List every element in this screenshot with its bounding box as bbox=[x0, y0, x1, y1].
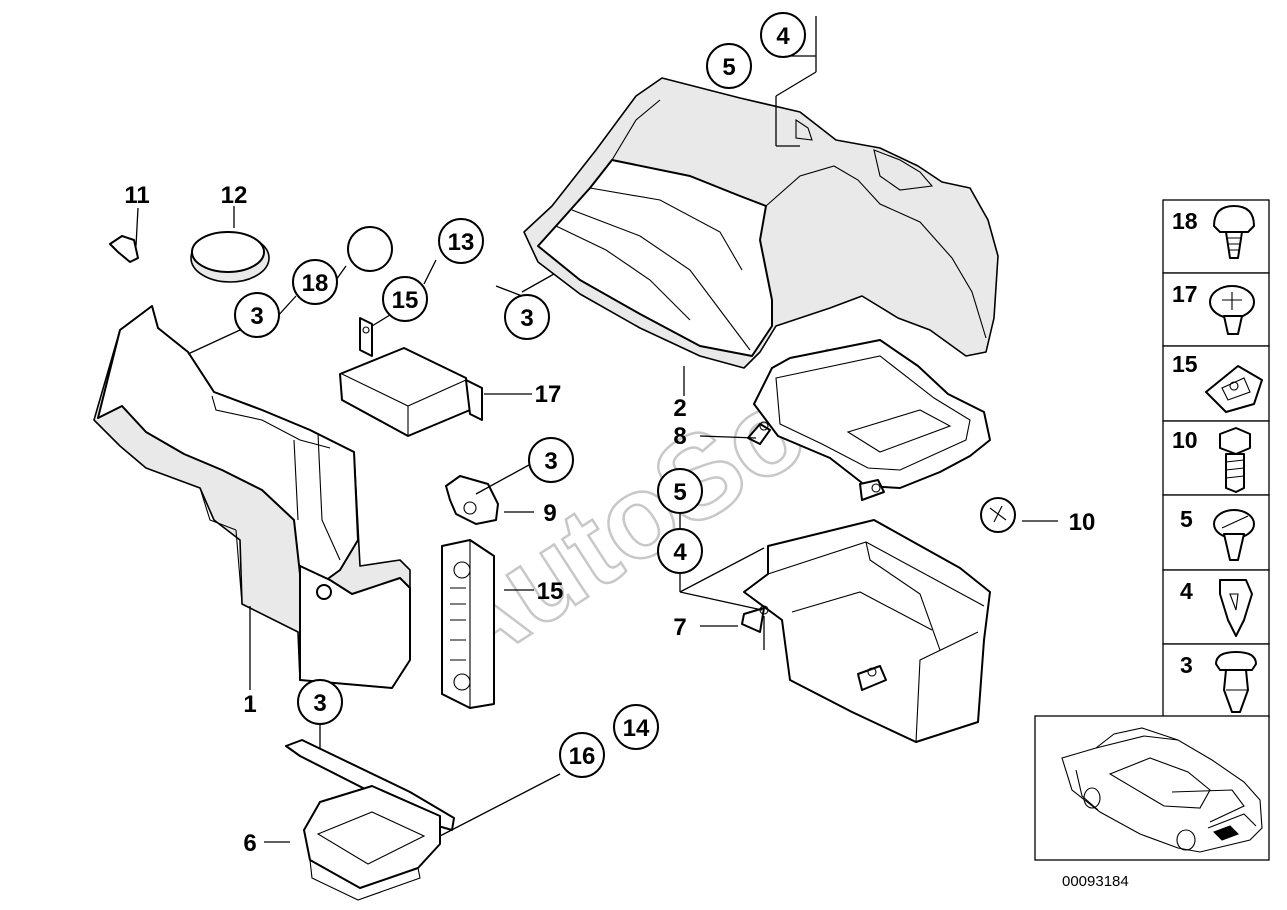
callout-number: 4 bbox=[673, 539, 687, 566]
part-7-storage-box bbox=[741, 519, 991, 743]
legend-label-15: 15 bbox=[1172, 351, 1198, 377]
callout-15-upper: 15 bbox=[382, 276, 428, 322]
callout-18 bbox=[347, 226, 393, 272]
expanding-clip-icon bbox=[1219, 579, 1253, 637]
callout-number: 5 bbox=[673, 479, 686, 506]
callout-number: 13 bbox=[448, 229, 475, 256]
callout-number: 3 bbox=[520, 305, 533, 332]
legend-label-10: 10 bbox=[1172, 427, 1198, 453]
callout-16: 17 bbox=[535, 381, 562, 408]
callout-8: 8 bbox=[673, 423, 686, 450]
callout-number: 16 bbox=[569, 743, 596, 770]
fastener-legend: 18 17 15 10 5 4 3 bbox=[1162, 199, 1270, 719]
callout-7: 7 bbox=[673, 614, 686, 641]
callout-6: 6 bbox=[243, 830, 256, 857]
legend-label-18: 18 bbox=[1172, 208, 1198, 234]
callout-4-box: 4 bbox=[657, 528, 703, 574]
callout-14: 10 bbox=[1069, 509, 1096, 536]
callout-3-side-panel: 3 bbox=[234, 292, 280, 338]
callout-10-upper: 13 bbox=[438, 218, 484, 264]
callout-number: 18 bbox=[302, 270, 329, 297]
callout-number: 5 bbox=[722, 54, 735, 81]
callout-number: 14 bbox=[623, 715, 650, 742]
callout-number: 3 bbox=[544, 448, 557, 475]
callout-5-box: 5 bbox=[657, 468, 703, 514]
part-8-storage-tray bbox=[747, 339, 991, 501]
drawing-reference-number: 00093184 bbox=[1062, 873, 1129, 890]
vehicle-locator-thumbnail bbox=[1034, 715, 1270, 861]
part-1-side-trim-panel bbox=[93, 305, 411, 689]
callout-12: 11 bbox=[124, 182, 149, 209]
callout-1: 1 bbox=[243, 691, 256, 718]
callout-11: 15 bbox=[537, 578, 564, 605]
part-12-small-clip bbox=[109, 235, 139, 263]
part-11-mounting-strip bbox=[441, 539, 495, 709]
legend-label-3: 3 bbox=[1180, 652, 1193, 678]
mount-hole-icon bbox=[316, 584, 332, 600]
part-9-clip bbox=[445, 475, 499, 525]
car-outline-icon bbox=[1061, 727, 1263, 853]
callout-3-trunk-trim: 3 bbox=[504, 294, 550, 340]
callout-number: 15 bbox=[392, 287, 419, 314]
part-16-module-bracket bbox=[339, 317, 483, 437]
leader-lines bbox=[135, 16, 1058, 843]
callout-15-lower: 16 bbox=[559, 732, 605, 778]
push-rivet-icon bbox=[1213, 205, 1255, 259]
part-2-trunk-side-trim bbox=[523, 77, 999, 369]
callout-9: 9 bbox=[543, 500, 556, 527]
part-6-lower-tray bbox=[285, 739, 455, 901]
push-clip-icon bbox=[1215, 651, 1257, 713]
legend-label-5: 5 bbox=[1180, 506, 1193, 532]
legend-label-4: 4 bbox=[1180, 578, 1193, 604]
callout-2: 2 bbox=[673, 395, 686, 422]
callout-3-tray: 3 bbox=[297, 679, 343, 725]
clip-nut-icon bbox=[1205, 365, 1263, 413]
callout-5-top: 5 bbox=[706, 43, 752, 89]
callout-13: 12 bbox=[221, 182, 248, 209]
callout-10-lower: 14 bbox=[613, 704, 659, 750]
slotted-fastener-icon bbox=[1213, 509, 1255, 561]
callout-3-clip: 3 bbox=[528, 437, 574, 483]
callout-number: 3 bbox=[313, 690, 326, 717]
callout-number: 4 bbox=[776, 23, 790, 50]
hex-bolt-icon bbox=[1219, 427, 1251, 493]
expanding-nut-icon bbox=[1209, 285, 1255, 335]
legend-label-17: 17 bbox=[1172, 281, 1198, 307]
part-13-cover-cap bbox=[190, 231, 270, 283]
callout-17: 18 bbox=[292, 259, 338, 305]
part-14-grommet bbox=[980, 497, 1016, 533]
callout-number: 3 bbox=[250, 303, 263, 330]
callout-4-top: 4 bbox=[760, 12, 806, 58]
